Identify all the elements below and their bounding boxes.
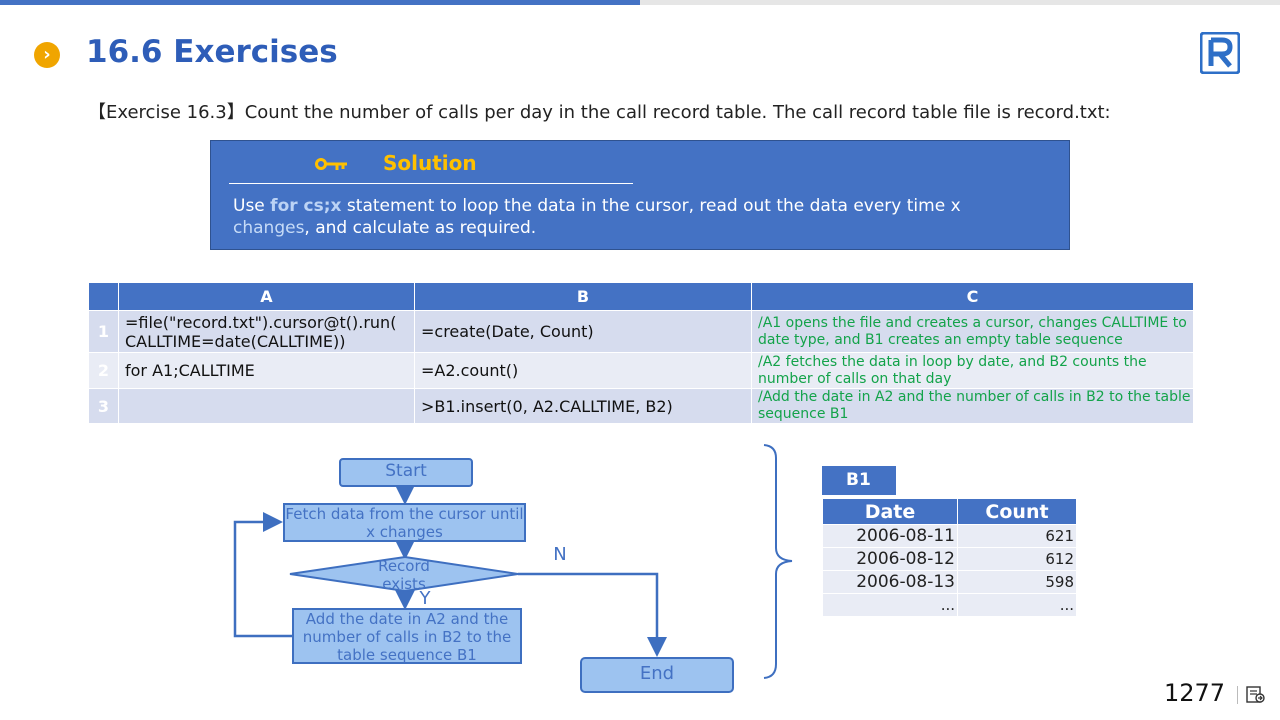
grid-col-header: C — [751, 282, 1194, 311]
solution-keyword-2: changes — [233, 218, 305, 238]
grid-col-header: B — [414, 282, 752, 311]
result-date: ... — [822, 593, 958, 617]
grid-row-number: 3 — [88, 388, 119, 424]
result-count: 598 — [957, 570, 1077, 594]
flow-fetch-label: Fetch data from the cursor until x chang… — [285, 505, 524, 541]
result-tag: B1 — [822, 466, 896, 495]
grid-cell-a2[interactable]: for A1;CALLTIME — [118, 352, 415, 389]
grid-row: 1 =file("record.txt").cursor@t().run( CA… — [88, 310, 1194, 353]
grid-cell-a3[interactable] — [118, 388, 415, 424]
table-row: 2006-08-11 621 — [822, 524, 1077, 548]
result-date: 2006-08-11 — [822, 524, 958, 548]
solution-divider — [229, 183, 633, 184]
title-bullet-icon: › — [34, 42, 60, 68]
result-col-header: Date — [822, 498, 958, 525]
raqsoft-logo-icon — [1200, 32, 1240, 74]
flow-start-label: Start — [385, 461, 427, 481]
solution-title: Solution — [383, 151, 477, 175]
grid-cell-c1[interactable]: /A1 opens the file and creates a cursor,… — [751, 310, 1194, 353]
grid-cell-b2[interactable]: =A2.count() — [414, 352, 752, 389]
solution-text-1: Use — [233, 196, 271, 216]
grid-corner — [88, 282, 119, 311]
result-count: ... — [957, 593, 1077, 617]
table-row: 2006-08-12 612 — [822, 547, 1077, 571]
grid-row: 2 for A1;CALLTIME =A2.count() /A2 fetche… — [88, 352, 1194, 389]
grid-cell-b1[interactable]: =create(Date, Count) — [414, 310, 752, 353]
grid-header-row: A B C — [88, 282, 1194, 311]
grid-cell-a1[interactable]: =file("record.txt").cursor@t().run( CALL… — [118, 310, 415, 353]
result-date: 2006-08-12 — [822, 547, 958, 571]
solution-keyword: for cs;x — [270, 196, 342, 216]
flow-yes-label: Y — [419, 588, 431, 609]
grid-col-header: A — [118, 282, 415, 311]
result-date: 2006-08-13 — [822, 570, 958, 594]
code-grid: A B C 1 =file("record.txt").cursor@t().r… — [88, 282, 1194, 424]
flow-end-label: End — [639, 663, 675, 684]
key-icon — [315, 158, 347, 170]
right-brace — [763, 444, 793, 679]
grid-row-number: 2 — [88, 352, 119, 389]
top-accent-bar — [0, 0, 640, 5]
result-count: 612 — [957, 547, 1077, 571]
grid-cell-b3[interactable]: >B1.insert(0, A2.CALLTIME, B2) — [414, 388, 752, 424]
solution-box: Solution Use for cs;x statement to loop … — [210, 140, 1070, 250]
page-number: 1277 — [1164, 679, 1226, 707]
flow-decision-label: Record exists — [378, 557, 430, 593]
top-grey-bar — [640, 0, 1280, 5]
table-row: 2006-08-13 598 — [822, 570, 1077, 594]
flow-add-label: Add the date in A2 and the number of cal… — [302, 610, 512, 664]
flow-no-label: N — [553, 544, 567, 565]
result-col-header: Count — [957, 498, 1077, 525]
grid-cell-c3[interactable]: /Add the date in A2 and the number of ca… — [751, 388, 1194, 424]
solution-text-3: , and calculate as required. — [304, 218, 537, 238]
page-separator — [1237, 686, 1238, 704]
table-row: ... ... — [822, 593, 1077, 617]
page-title: 16.6 Exercises — [86, 34, 338, 70]
decision-diamond — [289, 555, 519, 593]
exercise-statement: 【Exercise 16.3】Count the number of calls… — [88, 102, 1111, 123]
result-count: 621 — [957, 524, 1077, 548]
grid-row: 3 >B1.insert(0, A2.CALLTIME, B2) /Add th… — [88, 388, 1194, 424]
flow-end — [580, 657, 734, 693]
solution-text-2: statement to loop the data in the cursor… — [341, 196, 961, 216]
result-table: Date Count 2006-08-11 621 2006-08-12 612… — [822, 498, 1077, 617]
flow-fetch — [283, 503, 526, 542]
flow-start — [339, 458, 473, 487]
flow-add — [292, 608, 522, 664]
result-header-row: Date Count — [822, 498, 1077, 525]
slide-notes-icon[interactable] — [1246, 686, 1266, 704]
solution-text: Use for cs;x statement to loop the data … — [233, 195, 1033, 239]
